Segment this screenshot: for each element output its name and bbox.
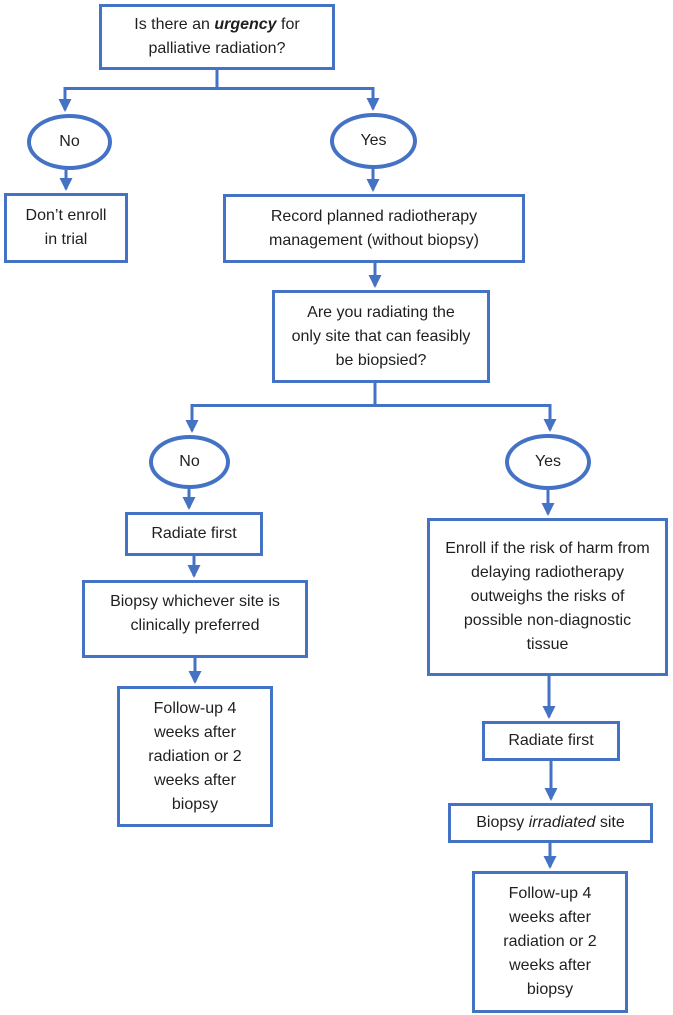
flow-box-urgency-question: Is there an urgency for palliative radia…	[99, 4, 335, 70]
flow-box-radiate-first-left: Radiate first	[125, 512, 263, 556]
urgency-question-prefix: Is there an	[134, 16, 215, 33]
radiate-first-left-text: Radiate first	[151, 525, 237, 542]
urgency-question-emphasis: urgency	[214, 16, 277, 33]
flow-box-record-planned: Record planned radiotherapy management (…	[223, 194, 525, 263]
flow-box-followup-right: Follow-up 4 weeks after radiation or 2 w…	[472, 871, 628, 1013]
radiate-first-right-text: Radiate first	[508, 732, 594, 749]
followup-left-text: Follow-up 4 weeks after radiation or 2 w…	[148, 699, 242, 813]
dont-enroll-text: Don’t enroll in trial	[25, 207, 107, 248]
urgency-question-suffix: for palliative radiation?	[148, 16, 300, 57]
flow-ellipse-yes-2: Yes	[505, 434, 591, 490]
urgency-question-text: Is there an urgency for palliative radia…	[106, 13, 328, 61]
record-planned-text: Record planned radiotherapy management (…	[269, 207, 479, 249]
flow-box-radiating-question: Are you radiating the only site that can…	[272, 290, 490, 383]
flow-box-biopsy-preferred: Biopsy whichever site is clinically pref…	[82, 580, 308, 658]
biopsy-irradiated-prefix: Biopsy	[476, 814, 529, 831]
biopsy-irradiated-suffix: site	[595, 814, 625, 831]
flow-box-followup-left: Follow-up 4 weeks after radiation or 2 w…	[117, 686, 273, 827]
flow-box-radiate-first-right: Radiate first	[482, 721, 620, 761]
biopsy-preferred-text: Biopsy whichever site is clinically pref…	[110, 593, 280, 634]
flow-ellipse-yes-1: Yes	[330, 113, 417, 169]
biopsy-irradiated-text: Biopsy irradiated site	[455, 811, 646, 835]
yes-2-label: Yes	[534, 453, 562, 470]
flow-ellipse-no-1: No	[27, 114, 112, 170]
no-2-label: No	[179, 453, 200, 470]
no-1-label: No	[59, 133, 80, 150]
yes-1-label: Yes	[360, 132, 387, 149]
biopsy-irradiated-emphasis: irradiated	[528, 814, 596, 831]
radiating-question-text: Are you radiating the only site that can…	[291, 303, 471, 369]
flow-box-dont-enroll: Don’t enroll in trial	[4, 193, 128, 263]
followup-right-text: Follow-up 4 weeks after radiation or 2 w…	[503, 885, 597, 998]
flow-box-biopsy-irradiated: Biopsy irradiated site	[448, 803, 653, 843]
flow-ellipse-no-2: No	[149, 435, 230, 489]
enroll-risk-text: Enroll if the risk of harm from delaying…	[445, 540, 650, 653]
flow-box-enroll-risk: Enroll if the risk of harm from delaying…	[427, 518, 668, 676]
